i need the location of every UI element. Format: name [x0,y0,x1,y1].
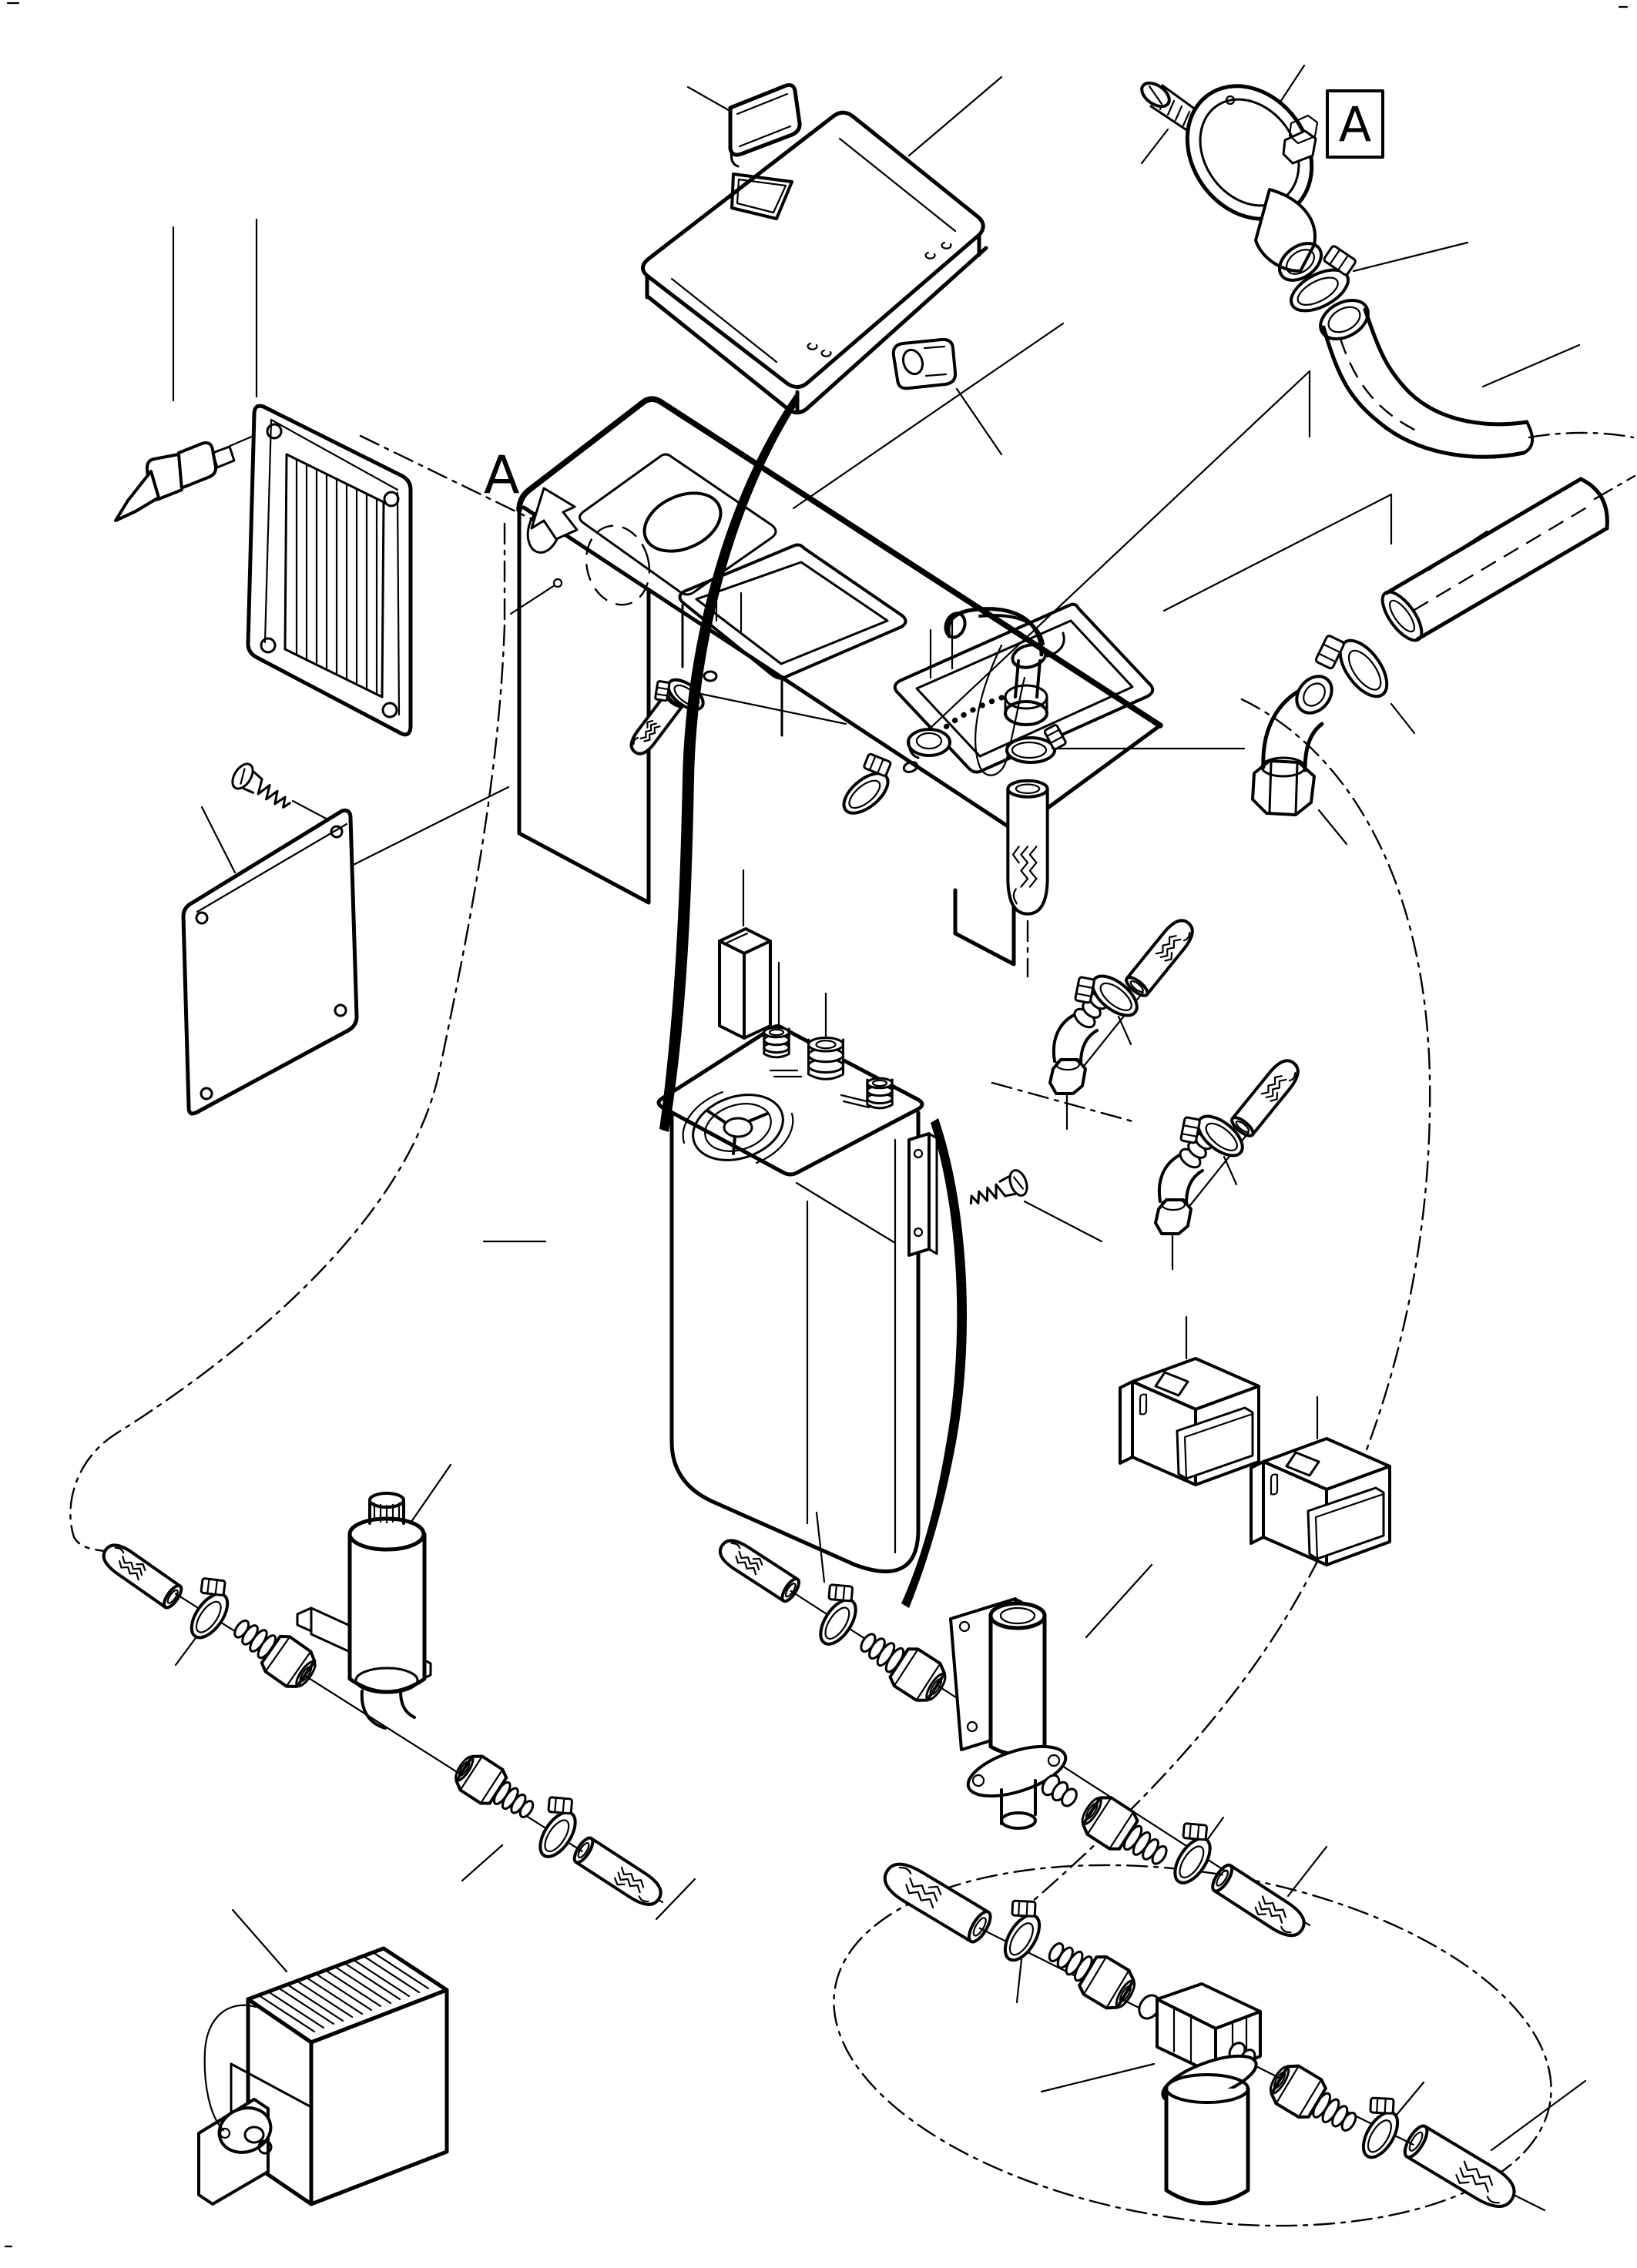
pump-hose-out [569,1834,668,1912]
tank-back-edge [661,402,1160,725]
pump-clamp-in [173,1570,242,1643]
mounting-bracket-2 [1250,1437,1391,1566]
stand-pipe [720,929,770,1038]
valve-hose-in [713,1533,803,1605]
bracket-group [1119,1317,1391,1566]
elbow-assembly [1050,913,1199,1129]
filter-hose-out [1399,2121,1523,2216]
water-pump [297,1493,431,1728]
grille-group [116,219,411,829]
access-panel [183,810,357,1114]
page-artifacts [5,3,1627,2246]
detail-box: A [1327,91,1383,157]
lid-handle-insert [730,85,800,166]
wash-basin [679,545,905,736]
inline-filter [1135,1984,1261,2203]
lid-latch [894,340,955,388]
valve-hose-out [1208,1861,1311,1944]
filter-hose-in [877,1855,996,1947]
filler-hose [1313,293,1532,457]
outlet-elbow-group [1253,479,1607,844]
side-plate-screw [964,1167,1032,1214]
mounting-bracket-1 [1119,1357,1260,1486]
tank-group: A [484,399,1244,1241]
fill-pad [579,454,776,595]
tank-port-1 [763,1026,790,1059]
tank-left-top-edge [519,399,661,510]
lid-plate [642,112,983,387]
assembly-swoosh-arrows [659,394,968,1608]
vent-grille-panel [248,406,411,735]
lid-group [642,77,1001,454]
lower-tank-body [672,1113,918,1571]
tank-port-3 [866,1077,894,1110]
faucet-recess [895,605,1153,772]
panel-screw [226,759,297,819]
phantom-routing-lines [70,433,1635,2268]
filter-clamp-in [986,1891,1052,1965]
drain-hose [1006,779,1049,916]
pump-hose-in [97,1538,186,1612]
pump-group [97,1465,695,1919]
filler-neck [1162,62,1337,288]
view-arrow-icon [532,488,577,539]
valve-clamp-in [802,1576,870,1650]
faucet [942,609,1064,725]
tank-side-plate [909,1134,937,1255]
lower-tank-group [659,929,1102,1571]
heater-element [199,2005,311,2204]
lid-pocket [732,174,792,219]
valve-barb-out [1073,1788,1178,1878]
access-panel-group [183,807,357,1114]
filter-barb-out [1262,2057,1367,2145]
filter-barb-in [1038,1929,1143,2017]
pump-barb-in [223,1606,324,1696]
valve-body [951,1599,1079,1828]
fill-hole [636,482,730,562]
detail-box-label: A [1339,96,1371,152]
filler-group: A [1138,62,1579,457]
strainer [683,1084,793,1171]
filter-clamp-out [1344,2089,1411,2162]
faucet-pull-hose [975,645,1025,776]
view-label-a: A [484,445,520,506]
elbow-assembly-2 [1156,1055,1304,1269]
filter-group [877,1855,1585,2216]
tank-port-2 [807,1036,845,1081]
heater-group [199,1910,447,2204]
drain-cap-with-chain [908,695,1011,758]
outlet-tube [1375,479,1607,646]
valve-barb-in [850,1620,954,1710]
valve-group [713,1513,1327,1944]
wing-latch [116,443,234,521]
outlet-elbow [1253,669,1339,815]
under-counter-clamp [827,746,904,820]
